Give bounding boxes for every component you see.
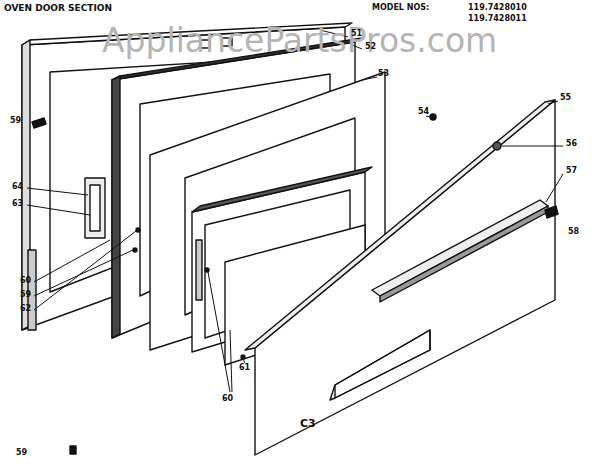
callout-number: 54 [418,108,429,116]
section-code: C3 [300,418,316,429]
callout-number: 59 [10,117,21,125]
model-number: 119.7428010 [468,4,527,12]
model-heading: MODEL NOS: [372,4,429,12]
watermark: AppliancePartsPros.com [102,24,497,57]
callout-number: 59 [16,449,27,457]
callout-number: 61 [239,364,250,372]
callout-number: 52 [365,43,376,51]
callout-number: 60 [222,395,233,403]
callout-number: 63 [12,200,23,208]
callout-number: 55 [560,94,571,102]
callout-number: 51 [351,30,362,38]
callout-number: 56 [566,140,577,148]
callout-number: 58 [568,228,579,236]
callout-number: 59 [20,291,31,299]
callout-number: 53 [378,70,389,78]
callout-number: 57 [566,167,577,175]
callout-number: 64 [12,183,23,191]
callout-number: 60 [20,277,31,285]
diagram-title: OVEN DOOR SECTION [4,4,112,13]
callout-number: 62 [20,305,31,313]
model-number: 119.7428011 [468,15,527,23]
